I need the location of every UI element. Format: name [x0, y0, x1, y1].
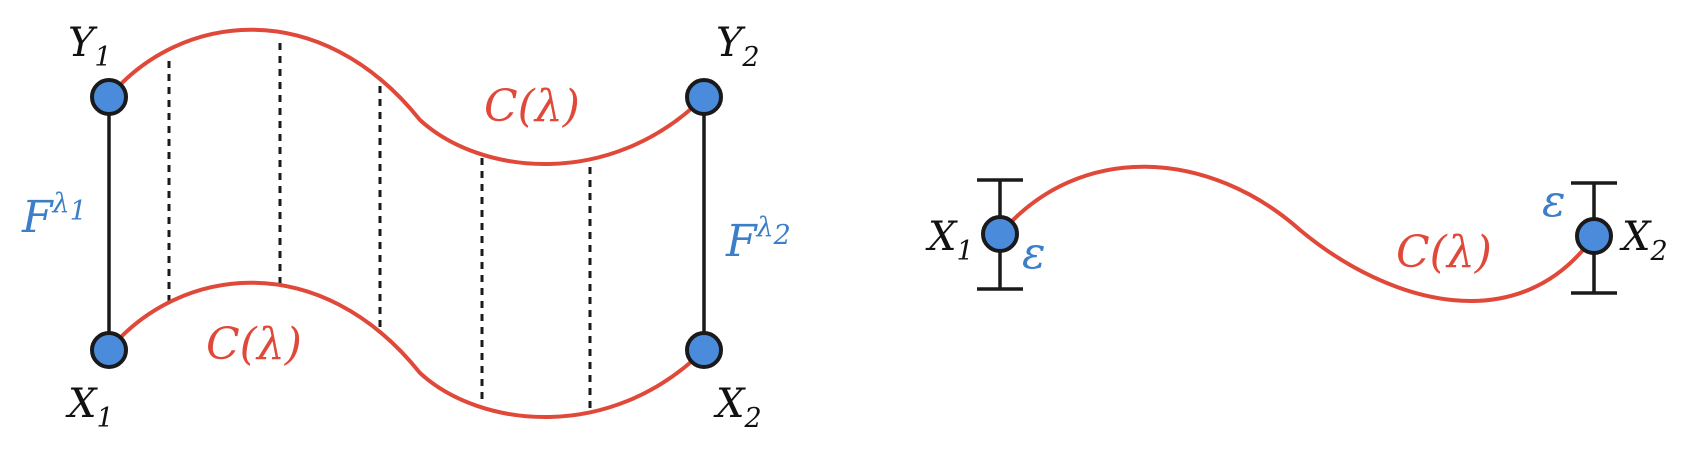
- label-fiber-left: Fλ1: [21, 188, 87, 243]
- label-curve-top: C(λ): [484, 81, 580, 132]
- node-x1-right: [981, 215, 1019, 253]
- label-epsilon-right: ε: [1542, 176, 1566, 227]
- node-y1: [90, 78, 128, 116]
- node-y2: [685, 78, 723, 116]
- left-panel: Y1 Y2 X1 X2 Fλ1 Fλ2 C(λ) C(λ): [21, 20, 791, 434]
- node-x1: [90, 331, 128, 369]
- label-x1: X1: [65, 381, 114, 434]
- label-fiber-right: Fλ2: [725, 212, 791, 267]
- node-x2-right: [1575, 217, 1613, 255]
- node-x2: [685, 331, 723, 369]
- section-curve-bottom: [107, 280, 706, 420]
- section-curve-top: [107, 27, 706, 167]
- label-epsilon-left: ε: [1022, 228, 1046, 279]
- curve-path: [998, 164, 1596, 303]
- rungs: [167, 43, 592, 411]
- label-y1: Y1: [68, 20, 112, 73]
- label-curve-right: C(λ): [1396, 227, 1492, 278]
- label-x2-right: X2: [1619, 214, 1668, 267]
- label-y2: Y2: [716, 20, 760, 73]
- label-x1-right: X1: [925, 214, 974, 267]
- label-x2: X2: [713, 381, 762, 434]
- right-panel: X1 X2 ε ε C(λ): [925, 164, 1668, 303]
- label-curve-bottom: C(λ): [206, 319, 302, 370]
